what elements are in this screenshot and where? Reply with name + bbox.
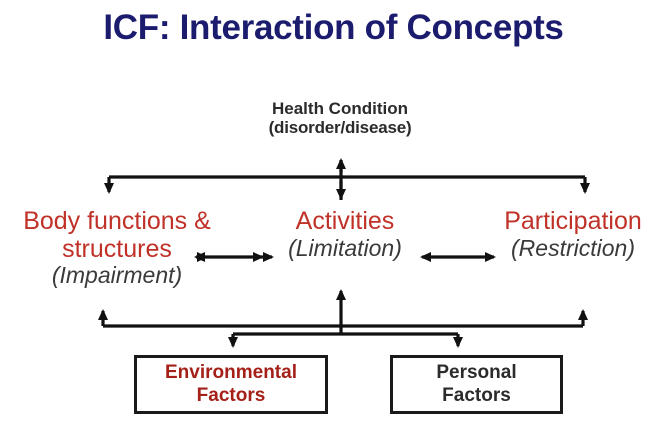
- node-participation: Participation (Restriction): [480, 207, 666, 261]
- health-condition-sublabel: (disorder/disease): [268, 118, 412, 138]
- activities-qualifier: (Limitation): [288, 234, 402, 261]
- activities-label: Activities: [295, 207, 395, 235]
- box-personal-factors: Personal Factors: [390, 355, 563, 414]
- node-activities: Activities (Limitation): [266, 207, 424, 261]
- body-functions-qualifier: (Impairment): [51, 262, 183, 288]
- environmental-factors-line1: Environmental: [165, 361, 297, 383]
- node-body-functions-structures: Body functions & structures (Impairment): [4, 207, 230, 288]
- node-health-condition: Health Condition (disorder/disease): [215, 99, 465, 137]
- participation-label: Participation: [504, 207, 642, 235]
- page-title: ICF: Interaction of Concepts: [103, 8, 564, 47]
- personal-factors-line2: Factors: [442, 384, 511, 406]
- body-functions-label-line2: structures: [62, 234, 172, 263]
- health-condition-label: Health Condition: [272, 99, 408, 118]
- body-functions-label-line1: Body functions &: [23, 207, 211, 235]
- box-environmental-factors: Environmental Factors: [134, 355, 328, 414]
- environmental-factors-line2: Factors: [196, 384, 266, 406]
- participation-qualifier: (Restriction): [511, 234, 635, 261]
- personal-factors-line1: Personal: [436, 361, 517, 383]
